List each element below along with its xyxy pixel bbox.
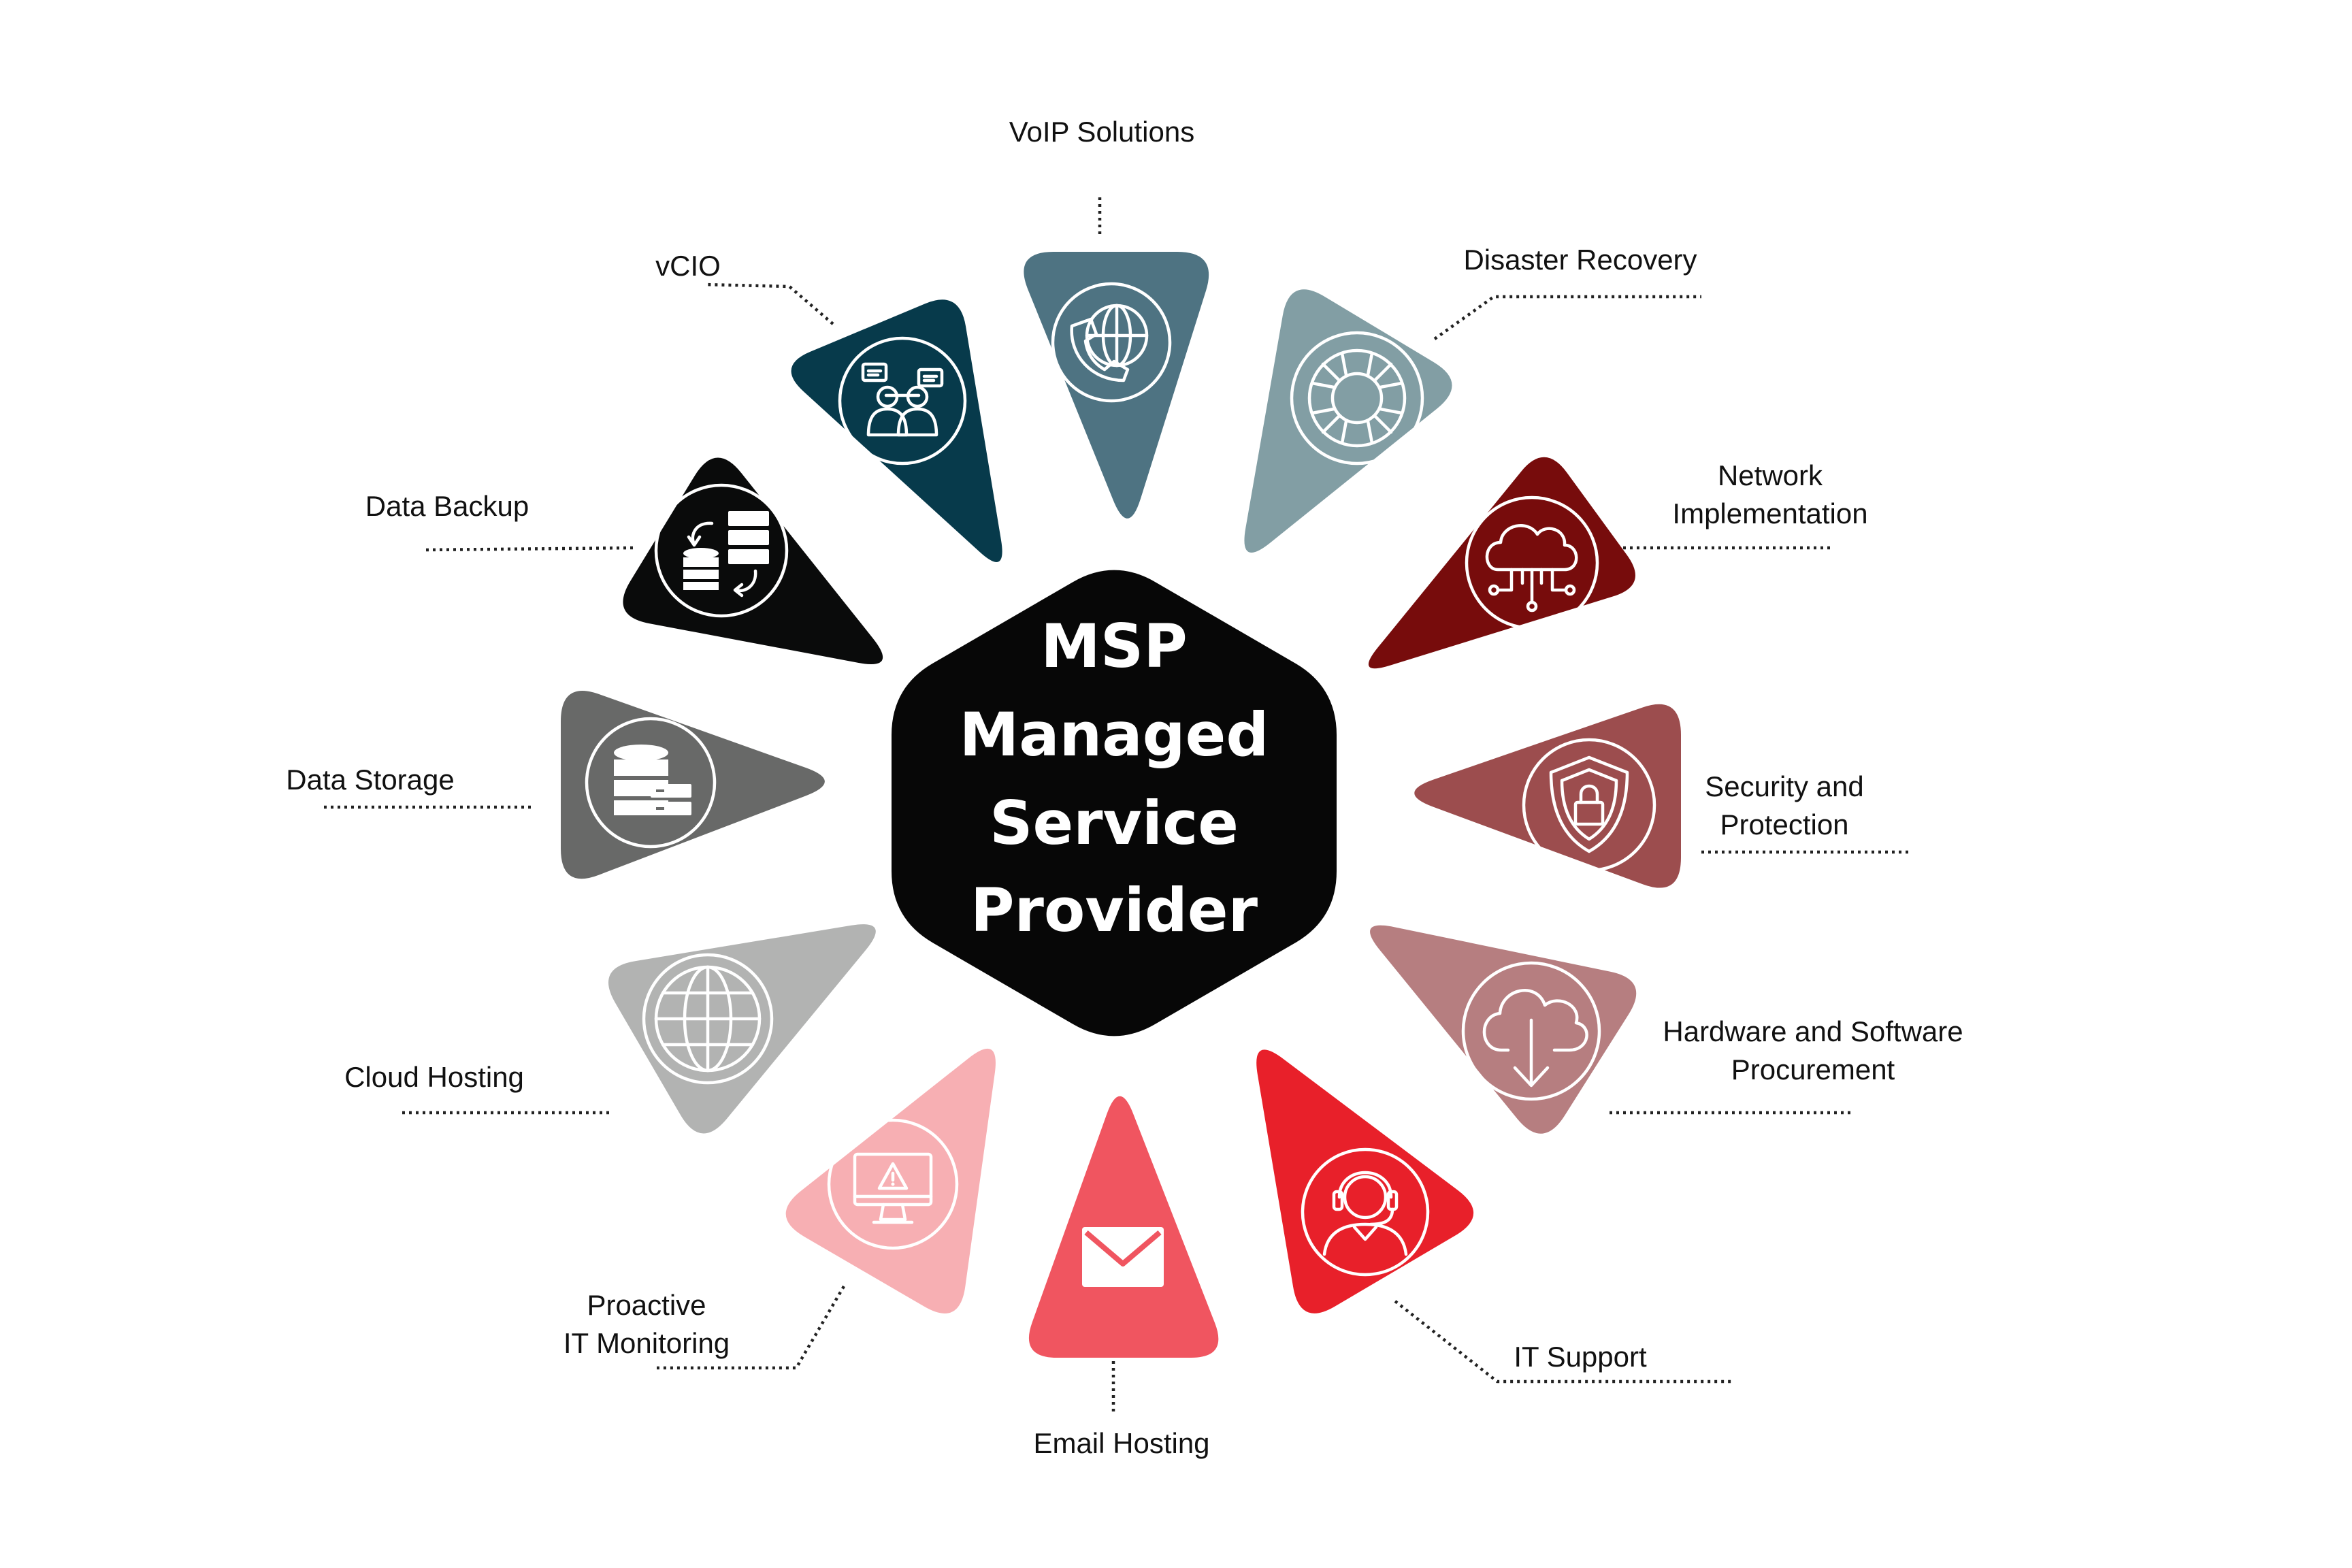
database-server-icon bbox=[585, 717, 717, 849]
petal-security bbox=[1414, 704, 1681, 888]
center-title-line: Service bbox=[990, 788, 1239, 858]
petal-email bbox=[1028, 1096, 1219, 1358]
petal-cloudhosting bbox=[608, 924, 876, 1134]
petal-vcio bbox=[791, 299, 1002, 562]
backup-server-icon bbox=[654, 483, 789, 618]
label-cloudhosting: Cloud Hosting bbox=[344, 1061, 524, 1093]
label-line: IT Monitoring bbox=[564, 1327, 730, 1359]
label-backup: Data Backup bbox=[365, 490, 529, 522]
petal-itsupport bbox=[1256, 1049, 1474, 1313]
center-title-line: MSP bbox=[1041, 611, 1187, 681]
lifebuoy-icon bbox=[1290, 331, 1424, 466]
label-line: Security and bbox=[1705, 770, 1863, 802]
cloud-network-icon bbox=[1465, 495, 1599, 630]
team-chat-icon bbox=[838, 336, 967, 466]
label-line: IT Support bbox=[1514, 1341, 1647, 1373]
label-line: Email Hosting bbox=[1033, 1427, 1209, 1459]
service-petals bbox=[561, 252, 1681, 1358]
center-title-line: Provider bbox=[970, 875, 1258, 945]
label-line: Data Storage bbox=[286, 764, 455, 796]
globe-icon bbox=[642, 953, 774, 1085]
center-title-line: Managed bbox=[960, 700, 1269, 770]
cloud-download-icon bbox=[1461, 961, 1601, 1101]
label-vcio: vCIO bbox=[655, 250, 721, 282]
phone-globe-icon bbox=[1051, 282, 1172, 403]
petal-voip bbox=[1024, 252, 1209, 519]
label-line: Network bbox=[1718, 459, 1823, 491]
label-line: Data Backup bbox=[365, 490, 529, 522]
leader-lines bbox=[320, 197, 1912, 1416]
label-line: Proactive bbox=[587, 1289, 706, 1321]
petal-storage bbox=[561, 691, 825, 879]
label-line: Disaster Recovery bbox=[1463, 244, 1697, 276]
label-line: Cloud Hosting bbox=[344, 1061, 524, 1093]
label-line: VoIP Solutions bbox=[1009, 116, 1194, 148]
shield-lock-icon bbox=[1522, 738, 1656, 872]
label-line: Protection bbox=[1720, 808, 1848, 840]
petal-network bbox=[1368, 457, 1635, 669]
label-email: Email Hosting bbox=[1033, 1427, 1209, 1459]
envelope-icon bbox=[1082, 1227, 1164, 1287]
label-itsupport: IT Support bbox=[1514, 1341, 1647, 1373]
petal-monitoring bbox=[785, 1048, 996, 1313]
label-line: vCIO bbox=[655, 250, 721, 282]
label-line: Procurement bbox=[1731, 1054, 1895, 1085]
monitor-alert-icon bbox=[827, 1118, 959, 1250]
label-line: Hardware and Software bbox=[1663, 1015, 1963, 1047]
center-hexagon-shape bbox=[892, 570, 1337, 1036]
label-storage: Data Storage bbox=[286, 764, 455, 796]
service-icons bbox=[585, 282, 1656, 1287]
label-monitoring: Proactive IT Monitoring bbox=[564, 1289, 730, 1359]
label-voip: VoIP Solutions bbox=[1009, 116, 1194, 148]
label-disaster: Disaster Recovery bbox=[1463, 244, 1697, 276]
headset-agent-icon bbox=[1301, 1147, 1430, 1277]
petal-hardware bbox=[1370, 925, 1637, 1134]
label-line: Implementation bbox=[1672, 497, 1867, 529]
